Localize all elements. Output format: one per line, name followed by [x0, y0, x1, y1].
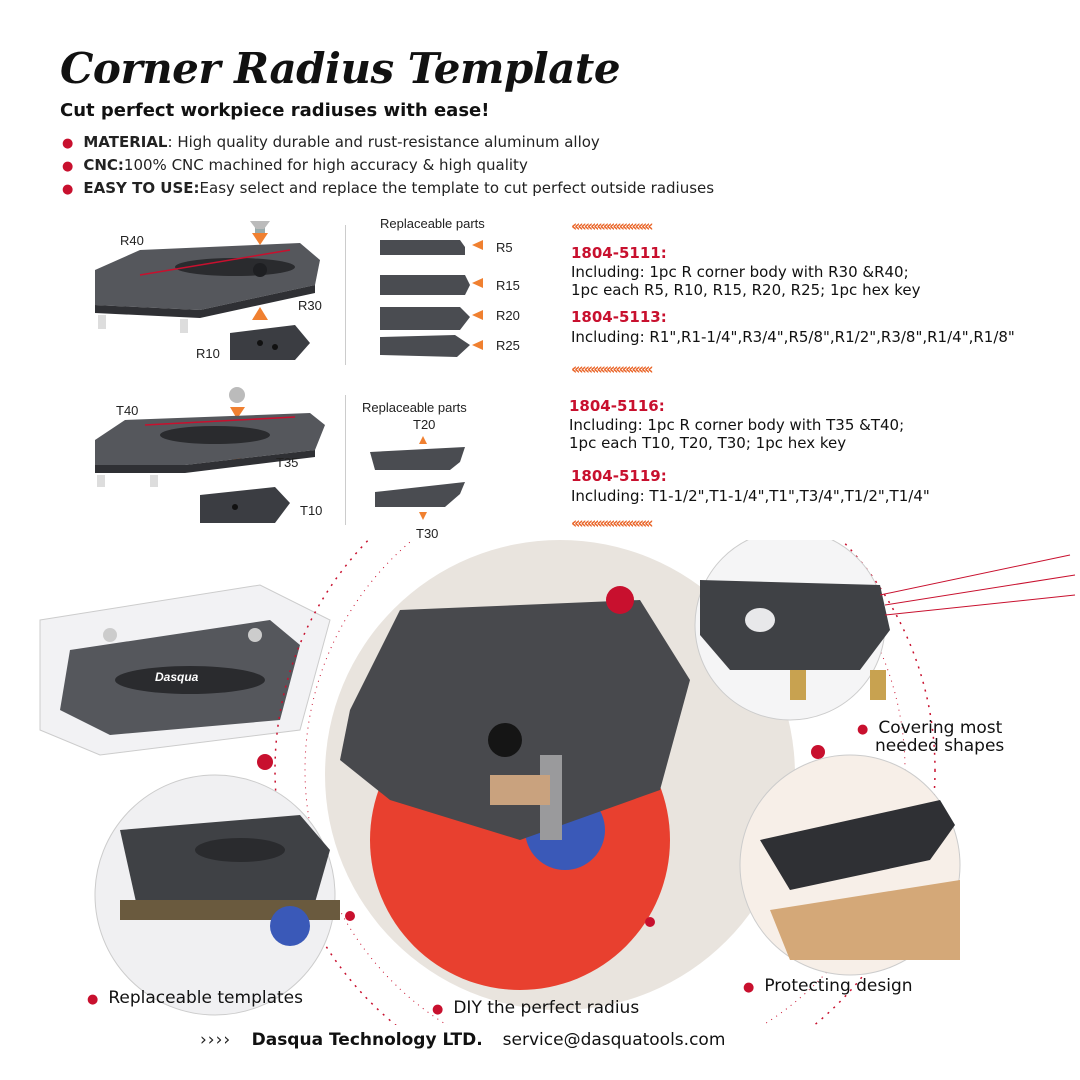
bullet-icon: ●	[432, 1002, 444, 1017]
label-t10: T10	[300, 503, 323, 518]
benefit-protecting: ●Protecting design	[743, 976, 913, 996]
r-parts-illustration	[380, 240, 483, 357]
part-r25: R25	[496, 338, 520, 353]
label-r30: R30	[298, 298, 322, 313]
label-r40: R40	[120, 233, 144, 248]
product-desc-line: 1pc each R5, R10, R15, R20, R25; 1pc hex…	[571, 281, 921, 299]
product-code: 1804-5111:	[571, 244, 667, 262]
product-desc-line: Including: 1pc R corner body with T35 &T…	[569, 416, 905, 434]
bullet-icon: ●	[62, 182, 74, 197]
product-desc-line: 1pc each T10, T20, T30; 1pc hex key	[569, 434, 847, 452]
label-r10: R10	[196, 346, 220, 361]
r-kit-illustration	[95, 221, 320, 360]
r-replaceable-title: Replaceable parts	[380, 216, 485, 231]
chevron-divider: ‹‹‹‹‹‹‹‹‹‹‹‹‹‹‹‹‹‹‹‹‹‹‹‹‹	[571, 514, 654, 532]
benefit-diy: ●DIY the perfect radius	[432, 998, 640, 1018]
bullet-icon: ●	[62, 159, 74, 174]
part-r20: R20	[496, 308, 520, 323]
bullet-icon: ●	[857, 722, 869, 737]
part-r5: R5	[496, 240, 513, 255]
product-code: 1804-5119:	[571, 467, 667, 485]
divider	[345, 225, 346, 365]
bullet-icon: ●	[743, 980, 755, 995]
chevron-divider: ‹‹‹‹‹‹‹‹‹‹‹‹‹‹‹‹‹‹‹‹‹‹‹‹‹	[571, 217, 654, 235]
benefit-covering-line2: needed shapes	[875, 736, 1005, 756]
feature-material: ●MATERIAL: High quality durable and rust…	[62, 133, 600, 151]
arrows-icon: ››››	[200, 1030, 238, 1050]
t-replaceable-title: Replaceable parts	[362, 400, 467, 415]
feature-easy-to-use: ●EASY TO USE:Easy select and replace the…	[62, 179, 715, 197]
label-t40: T40	[116, 403, 139, 418]
benefit-replaceable: ●Replaceable templates	[87, 988, 303, 1008]
benefit-covering: ●Covering most	[857, 718, 1003, 738]
chevron-divider: ‹‹‹‹‹‹‹‹‹‹‹‹‹‹‹‹‹‹‹‹‹‹‹‹‹	[571, 360, 654, 378]
bullet-icon: ●	[62, 136, 74, 151]
t-parts-illustration	[370, 436, 465, 520]
product-desc-line: Including: R1",R1-1/4",R3/4",R5/8",R1/2"…	[571, 328, 1015, 346]
company-name: Dasqua Technology LTD.	[251, 1030, 483, 1050]
bullet-icon: ●	[87, 992, 99, 1007]
divider	[345, 395, 346, 525]
part-t30: T30	[416, 526, 439, 541]
part-t20: T20	[413, 417, 436, 432]
page-subtitle: Cut perfect workpiece radiuses with ease…	[60, 100, 490, 121]
page-title: Corner Radius Template	[60, 44, 621, 93]
label-t35: T35	[276, 455, 299, 470]
feature-cnc: ●CNC:100% CNC machined for high accuracy…	[62, 156, 528, 174]
footer: ›››› Dasqua Technology LTD. service@dasqu…	[200, 1030, 725, 1050]
part-r15: R15	[496, 278, 520, 293]
product-code: 1804-5116:	[569, 397, 665, 415]
t-kit-illustration	[95, 387, 325, 523]
usage-illustration	[39, 540, 1076, 1025]
product-desc-line: Including: 1pc R corner body with R30 &R…	[571, 263, 909, 281]
brand-logo: Dasqua	[155, 670, 199, 684]
contact-email[interactable]: service@dasquatools.com	[502, 1030, 726, 1050]
product-code: 1804-5113:	[571, 308, 667, 326]
product-desc-line: Including: T1-1/2",T1-1/4",T1",T3/4",T1/…	[571, 487, 930, 505]
